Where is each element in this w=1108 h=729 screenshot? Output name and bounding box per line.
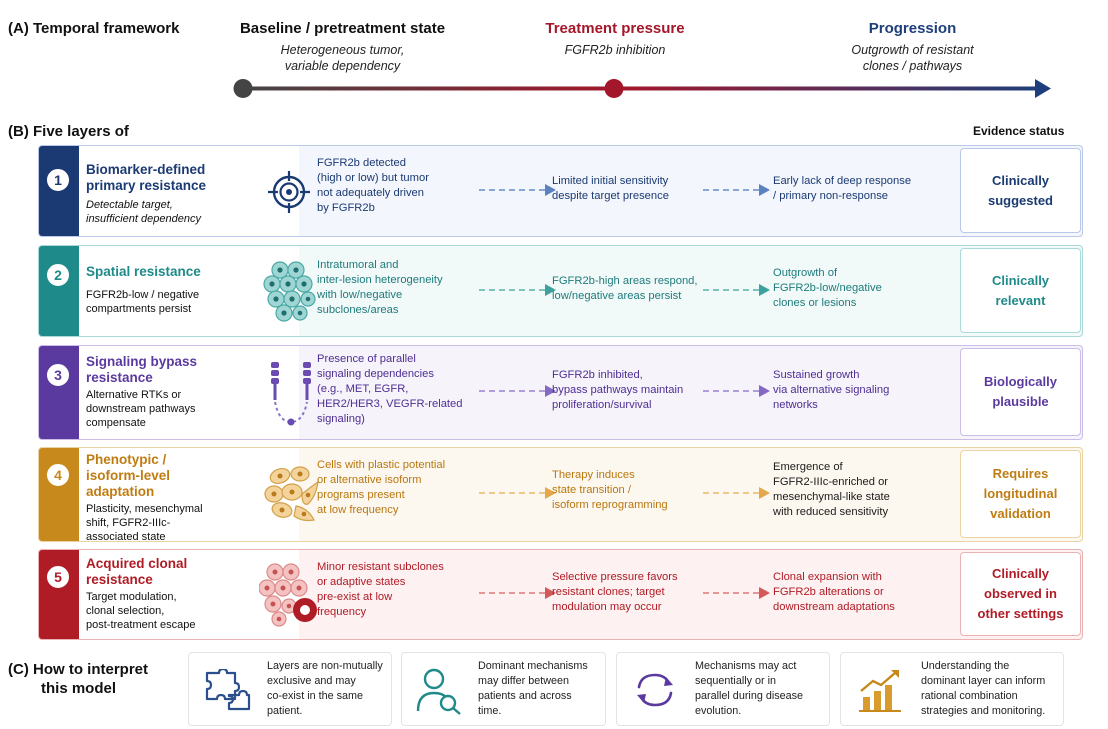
layer-4-arrow-2 [703, 487, 770, 499]
layer-number-4: 4 [47, 464, 69, 486]
layer-band-2 [39, 246, 79, 336]
layer-number-2: 2 [47, 264, 69, 286]
receptor-icon [271, 362, 311, 426]
layer-2-treatment-text: FGFR2b-high areas respond,low/negative a… [552, 275, 698, 302]
spindle-cells-icon [264, 466, 319, 522]
cell-cluster-icon [263, 261, 316, 322]
timeline-start-dot [233, 79, 253, 98]
stage-baseline-title: Baseline / pretreatment state [239, 20, 446, 37]
puzzle-icon [205, 669, 251, 711]
clonal-cells-icon [259, 563, 317, 627]
target-icon [268, 171, 310, 213]
stage-treatment-title: Treatment pressure [545, 20, 685, 37]
layer-2-arrow-2 [703, 284, 770, 296]
layer-subtitle-1: Detectable target,insufficient dependenc… [86, 199, 201, 225]
stage-baseline-sub: Heterogeneous tumor,variable dependency [280, 43, 405, 73]
layer-band-5 [39, 550, 79, 639]
layer-number-1: 1 [47, 169, 69, 191]
person-search-icon [416, 668, 461, 715]
layer-title-2: Spatial resistance [86, 264, 201, 279]
evidence-status-header: Evidence status [973, 124, 1065, 138]
layer-band-4 [39, 448, 79, 541]
timeline-arrow [233, 79, 1051, 98]
layer-3-treatment-text: FGFR2b inhibited,bypass pathways maintai… [552, 369, 684, 411]
layer-3-arrow-2 [703, 385, 770, 397]
layer-4-arrow-1 [479, 487, 556, 499]
layer-band-1 [39, 146, 79, 236]
layer-number-3: 3 [47, 364, 69, 386]
growth-chart-icon [859, 670, 901, 712]
cycle-arrows-icon [637, 673, 673, 707]
layer-3-arrow-1 [479, 385, 556, 397]
stage-treatment-sub: FGFR2b inhibition [564, 43, 666, 57]
layer-5-arrow-2 [703, 587, 770, 599]
layer-subtitle-5: Target modulation,clonal selection,post-… [86, 591, 196, 631]
layer-1-arrow-2 [703, 184, 770, 196]
layer-1-progression-text: Early lack of deep response/ primary non… [773, 175, 912, 202]
section-a-label: (A) Temporal framework [8, 20, 180, 37]
timeline-mid-dot [604, 79, 624, 98]
layer-number-5: 5 [47, 566, 69, 588]
stage-progression-title: Progression [868, 20, 957, 37]
section-b-label: (B) Five layers of [8, 123, 129, 140]
layer-5-arrow-1 [479, 587, 556, 599]
layer-1-arrow-1 [479, 184, 556, 196]
layer-row-2: 2 Spatial resistance FGFR2b-low / negati… [38, 245, 1083, 337]
section-c-label: (C) How to interpret this model [8, 661, 148, 697]
layer-2-arrow-1 [479, 284, 556, 296]
layer-band-3 [39, 346, 79, 439]
